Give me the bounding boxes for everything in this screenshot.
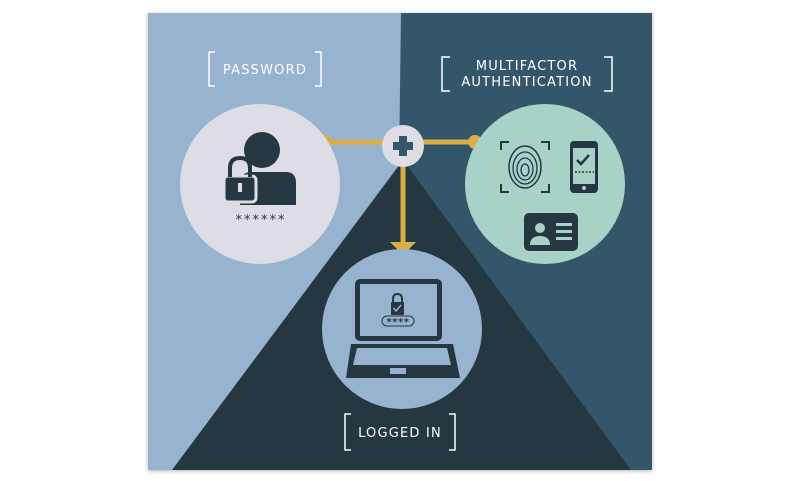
svg-text:LOGGED IN: LOGGED IN [358, 426, 442, 441]
svg-text:PASSWORD: PASSWORD [223, 63, 307, 78]
laptop-lock-icon [346, 279, 460, 378]
svg-text:MULTIFACTOR: MULTIFACTOR [476, 59, 578, 74]
arrow-down-icon [390, 242, 416, 255]
laptop-password-mask: **** [387, 317, 410, 328]
fingerprint-icon [500, 141, 550, 193]
password-mask: ****** [236, 213, 287, 228]
plus-icon [382, 125, 424, 167]
logged-in-label: LOGGED IN [344, 413, 456, 451]
password-label: PASSWORD [208, 51, 322, 87]
user-lock-icon [222, 132, 296, 205]
mfa-label: MULTIFACTOR AUTHENTICATION [441, 56, 613, 92]
id-card-icon [524, 213, 578, 251]
phone-check-icon [570, 141, 598, 193]
svg-text:AUTHENTICATION: AUTHENTICATION [461, 75, 592, 90]
